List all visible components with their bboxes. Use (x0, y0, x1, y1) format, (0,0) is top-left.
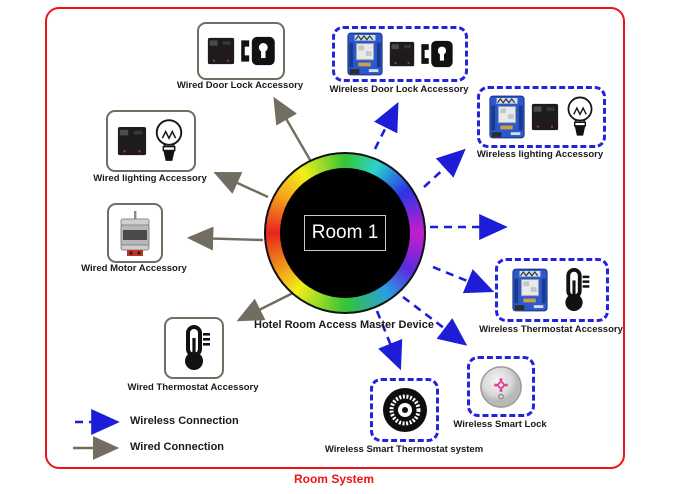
legend-wireless-label: Wireless Connection (130, 415, 239, 427)
hub-caption: Hotel Room Access Master Device (254, 319, 434, 331)
smart-thermostat-icon (382, 388, 427, 432)
controller-chip-icon (389, 41, 415, 67)
device-label: Wireless Smart Thermostat system (324, 444, 484, 455)
master-device-hub: Room 1 (264, 152, 426, 314)
thermometer-icon (185, 325, 210, 370)
device-label: Wired Door Lock Accessory (176, 80, 304, 91)
device-wired-thermostat (164, 317, 224, 379)
legend-wired-label: Wired Connection (130, 441, 225, 453)
device-label: Wireless lighting Accessory (476, 149, 604, 160)
light-bulb-icon (567, 96, 592, 136)
device-label: Wireless Door Lock Accessory (329, 84, 469, 95)
device-wireless-lighting (477, 86, 606, 148)
controller-chip-icon (207, 37, 234, 65)
device-wireless-smart-lock (467, 356, 535, 417)
wifi-module-icon (347, 32, 383, 76)
device-label: Wired Thermostat Accessory (127, 382, 259, 393)
light-bulb-icon (155, 119, 182, 161)
device-label: Wireless Thermostat Accessory (479, 324, 623, 335)
stepper-motor-icon (120, 211, 150, 256)
controller-chip-icon (117, 126, 146, 156)
door-lock-keyhole-icon (240, 36, 275, 66)
wifi-module-icon (488, 95, 525, 139)
controller-chip-icon (531, 103, 558, 131)
device-label: Wired lighting Accessory (93, 173, 207, 184)
smart-lock-icon (480, 365, 522, 408)
device-wireless-door-lock (332, 26, 468, 82)
wifi-module-icon (511, 268, 548, 312)
device-wireless-thermostat (495, 258, 609, 322)
device-wired-motor (107, 203, 163, 263)
thermometer-icon (564, 267, 589, 312)
device-label: Wireless Smart Lock (453, 419, 547, 430)
device-wireless-smart-thermostat (370, 378, 439, 442)
device-label: Wired Motor Accessory (81, 263, 187, 274)
hub-display: Room 1 (280, 168, 410, 298)
device-wired-lighting (106, 110, 196, 172)
diagram-title: Room System (293, 472, 375, 486)
device-wired-door-lock (197, 22, 285, 80)
diagram-red-frame (45, 7, 625, 469)
door-lock-keyhole-icon (421, 40, 453, 68)
room-name-plate: Room 1 (304, 215, 386, 251)
